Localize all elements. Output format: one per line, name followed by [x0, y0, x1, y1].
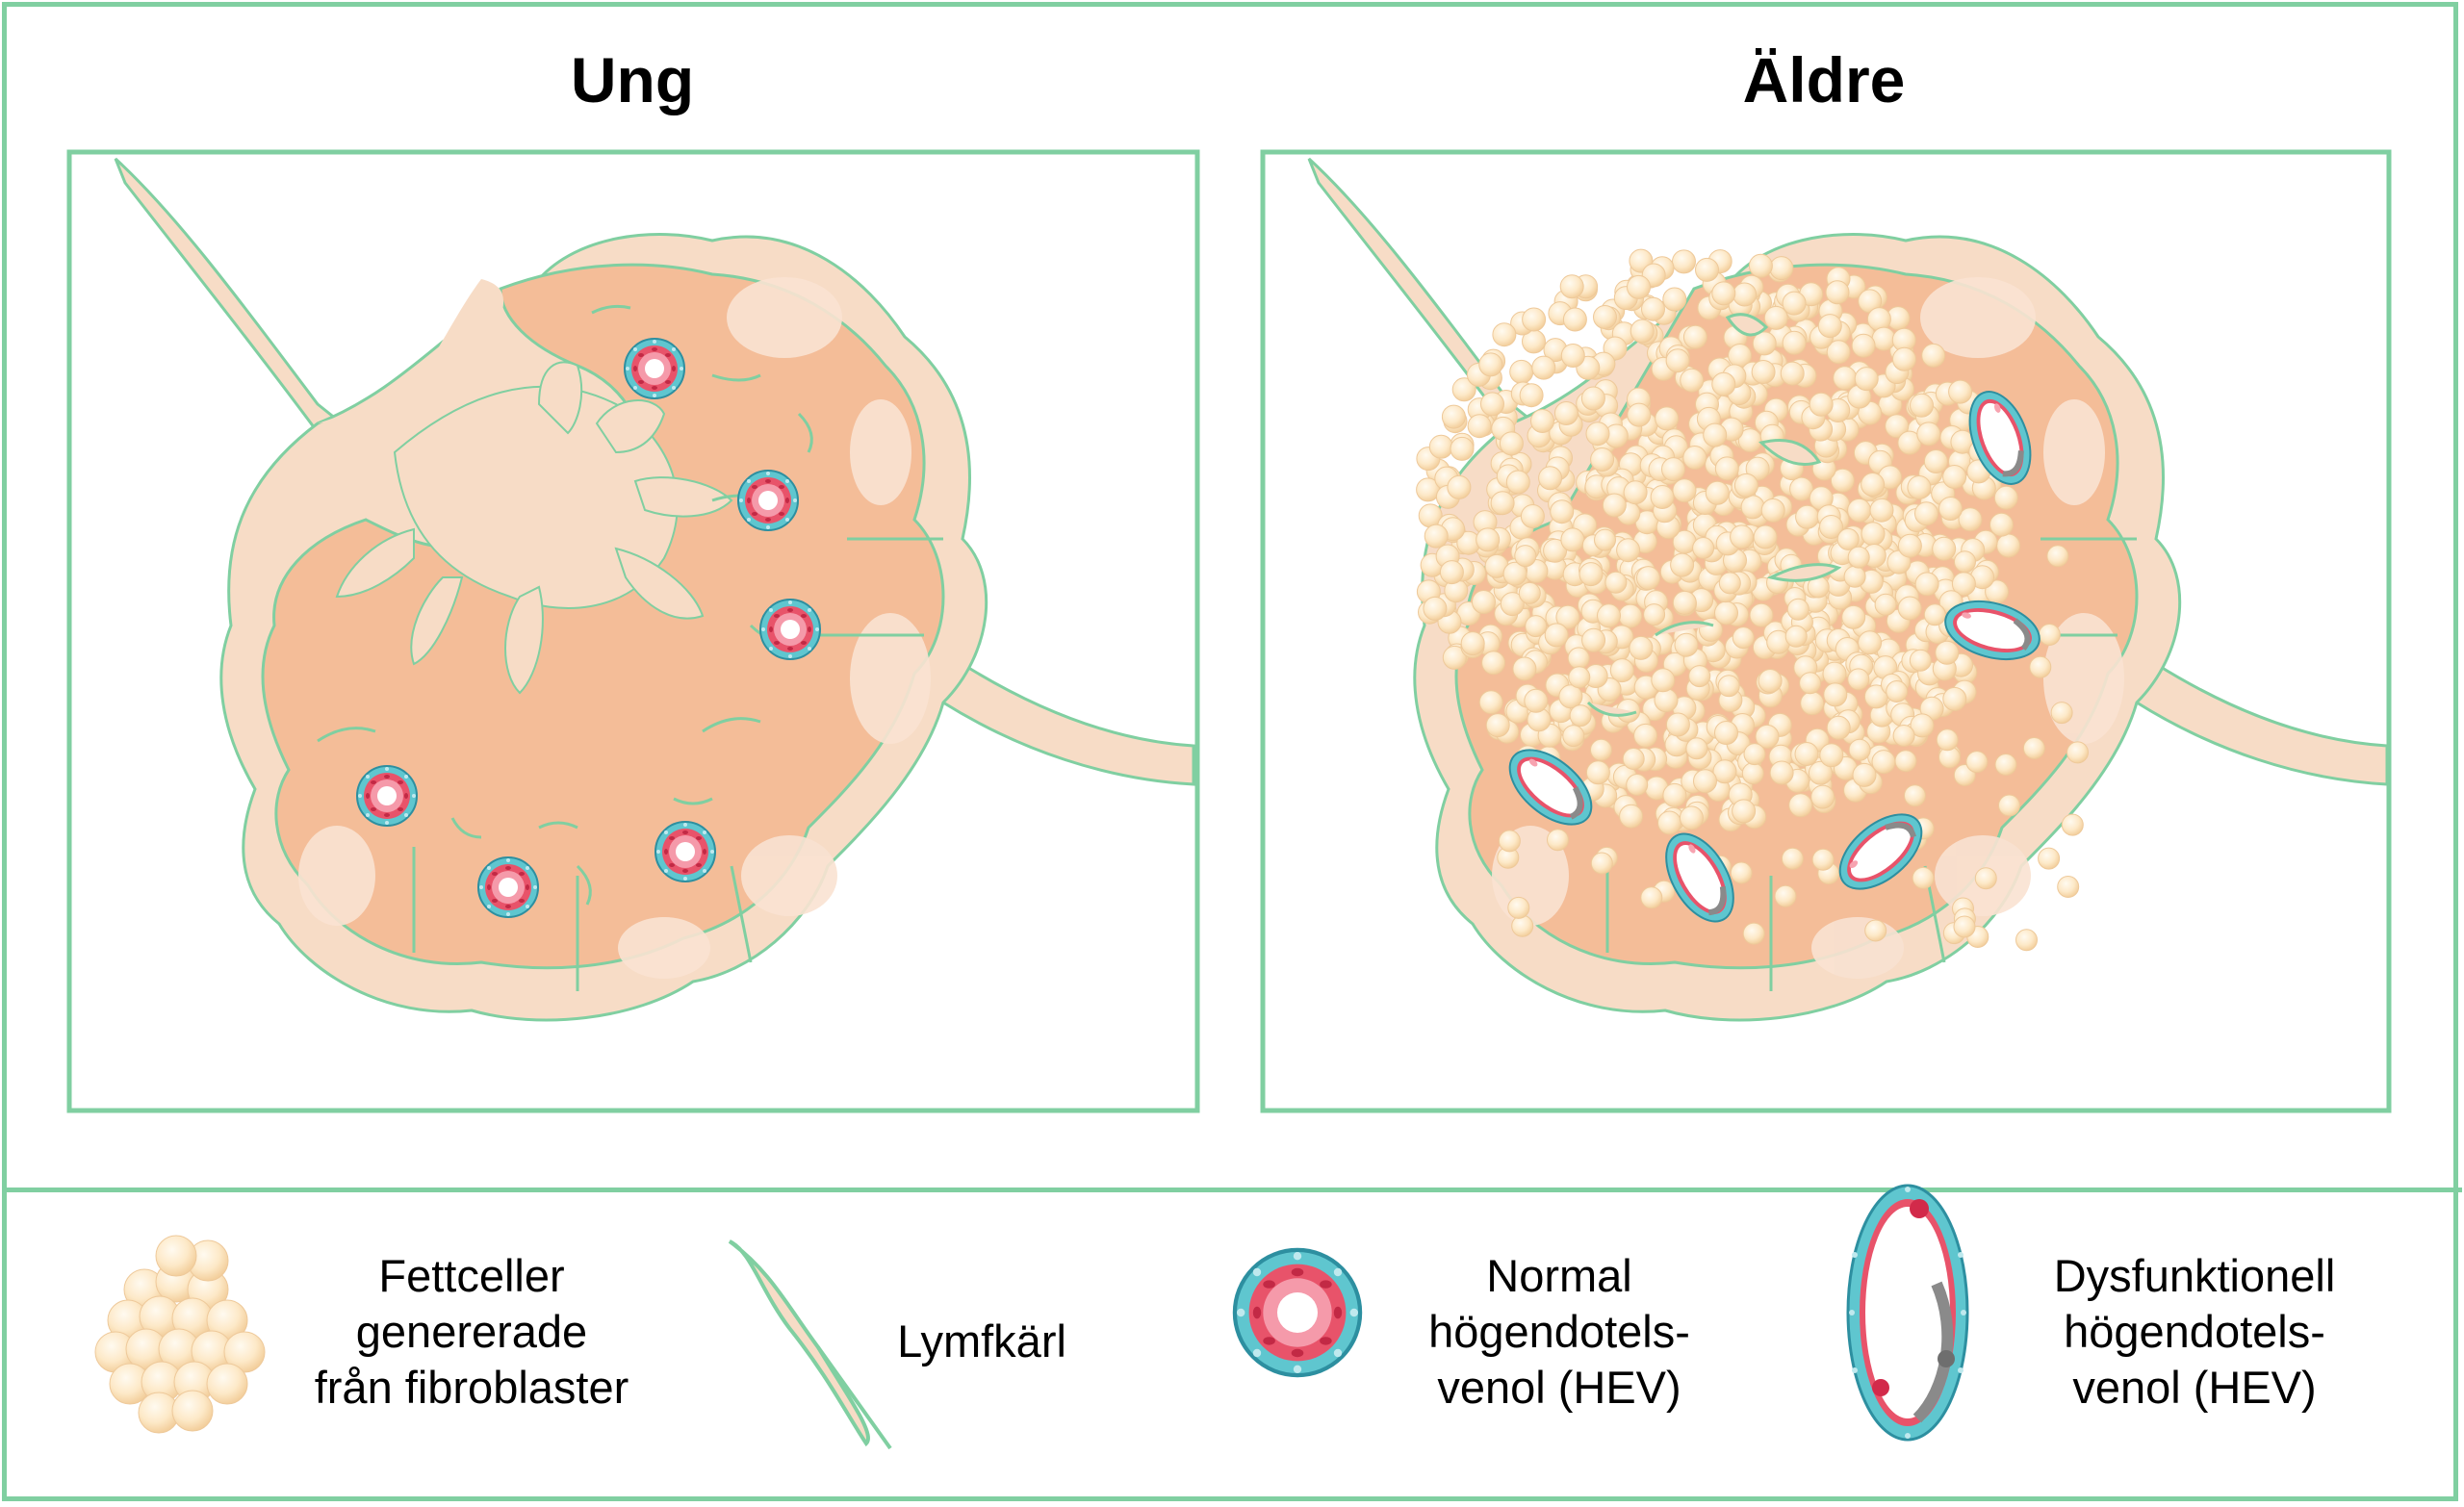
legend-normal-line3: venol (HEV) [1437, 1362, 1681, 1413]
legend-fat-cells-text: Fettceller genererade från fibroblaster [260, 1248, 683, 1416]
panel-title-young: Ung [570, 44, 695, 115]
young-follicles [298, 277, 931, 979]
normal-hev-icon [1235, 1250, 1360, 1375]
young-lymph-node [114, 157, 1195, 1022]
legend-fat-line3: från fibroblaster [314, 1362, 629, 1413]
legend-lymph-vessel-text: Lymfkärl [897, 1315, 1066, 1367]
legend-dys-line1: Dysfunktionell [2053, 1250, 2336, 1301]
dysfunctional-hev-icon [1846, 1184, 1969, 1442]
legend-dys-line2: högendotels- [2064, 1306, 2325, 1357]
legend-divider [2, 1188, 2462, 1192]
legend-normal-line2: högendotels- [1428, 1306, 1690, 1357]
legend-dysfunctional-hev-text: Dysfunktionell högendotels- venol (HEV) [2007, 1248, 2382, 1416]
panel-title-old: Äldre [1742, 44, 1906, 115]
fat-cells-icon [94, 1235, 266, 1434]
old-lymph-node [1307, 157, 2389, 1022]
lymph-vessel-icon [728, 1239, 870, 1447]
legend-fat-line2: genererade [355, 1306, 588, 1357]
legend-normal-hev-text: Normal högendotels- venol (HEV) [1376, 1248, 1742, 1416]
efferent-vessel-right [941, 661, 1195, 786]
fat-cell-cluster [1416, 248, 2089, 952]
legend-normal-line1: Normal [1486, 1250, 1632, 1301]
legend-dys-line3: venol (HEV) [2072, 1362, 2317, 1413]
legend-fat-line1: Fettceller [378, 1250, 565, 1301]
